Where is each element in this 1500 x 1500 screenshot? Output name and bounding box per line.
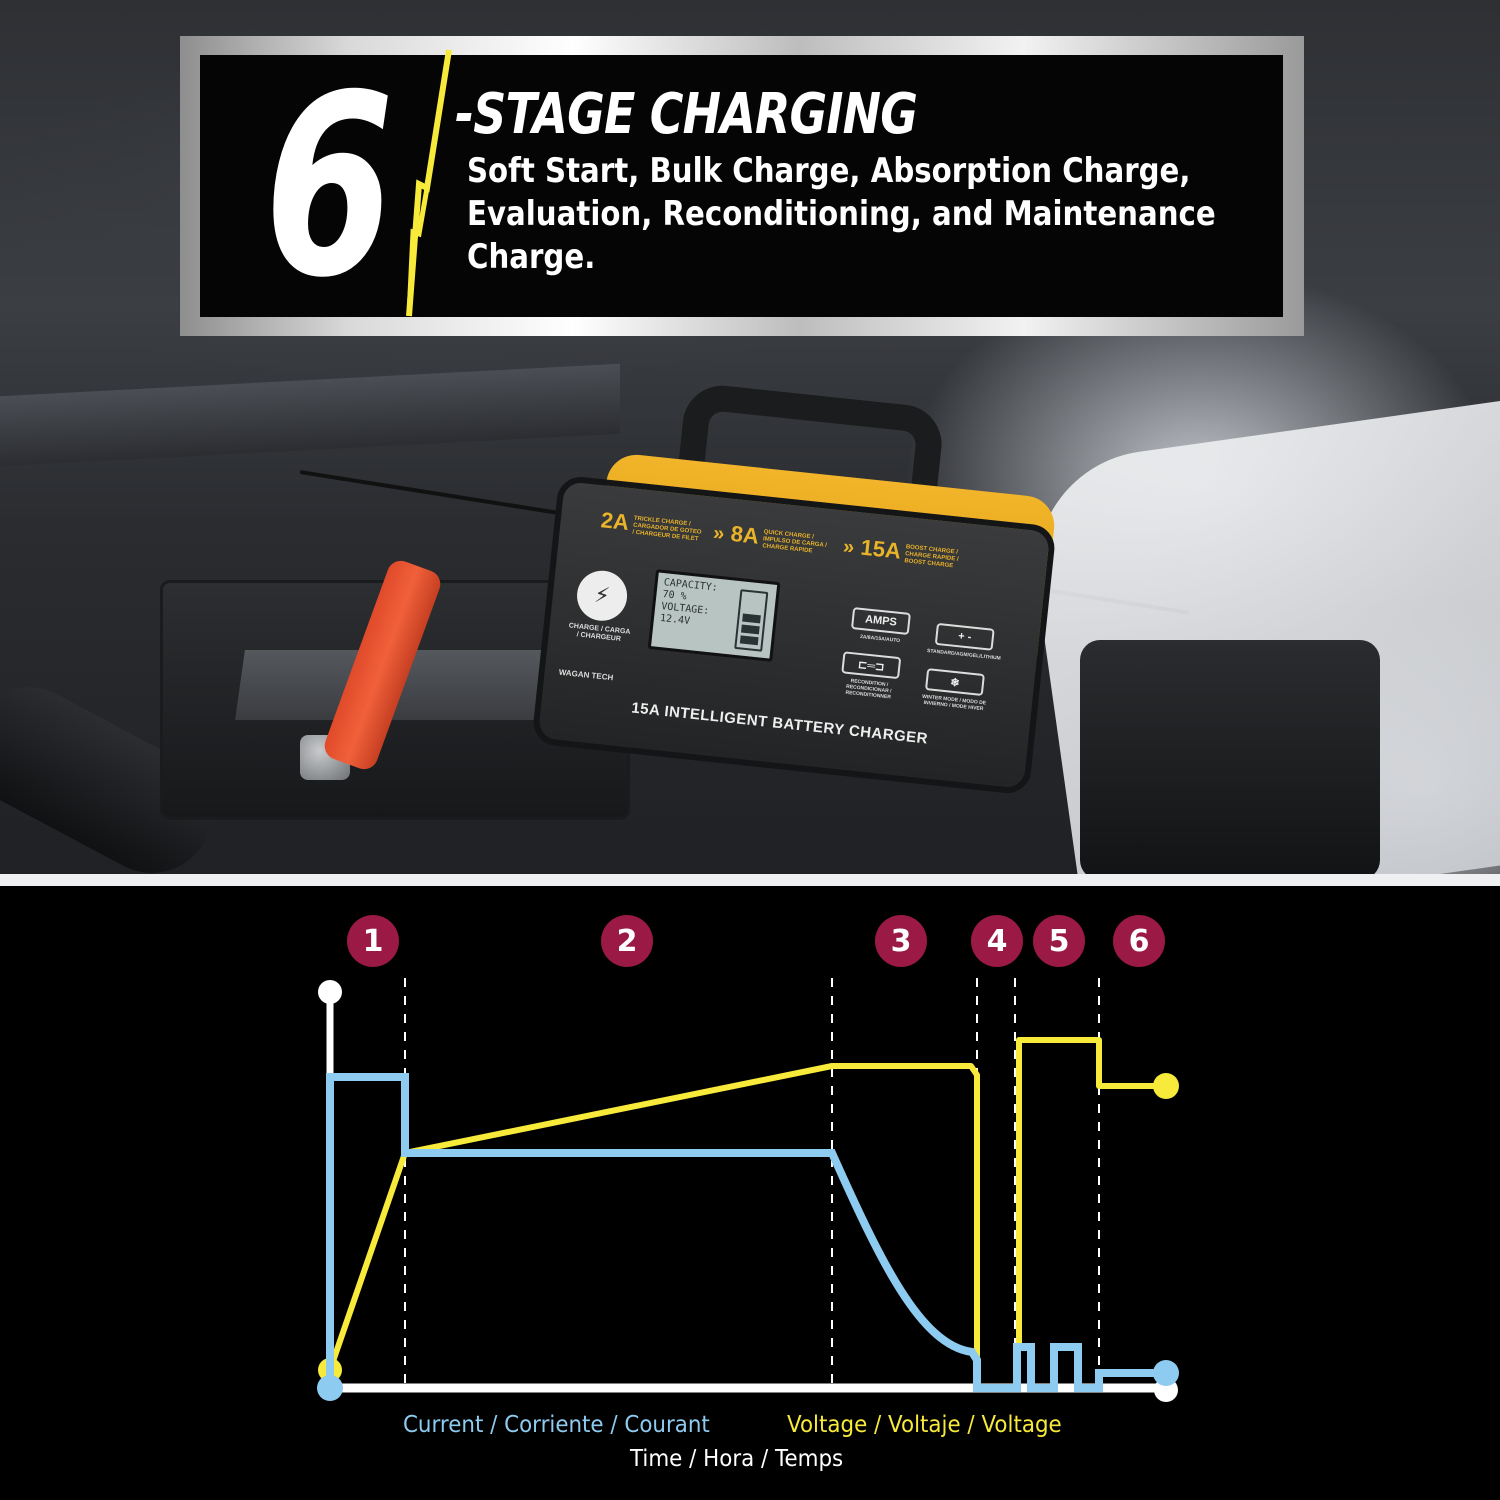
model-name: 15A INTELLIGENT BATTERY CHARGER [630, 699, 929, 748]
stage-marker-1: 1 [347, 915, 399, 967]
lcd-display: CAPACITY: 70 % VOLTAGE: 12.4V [647, 569, 781, 662]
amp-mode-value: 2A [599, 507, 631, 536]
section-divider [0, 874, 1500, 886]
stage-marker-3: 3 [875, 915, 927, 967]
description-line: Charge. [467, 237, 596, 277]
battery-level-icon [734, 589, 769, 652]
amp-mode-label: QUICK CHARGE / IMPULSO DE CARGA / CHARGE… [761, 529, 828, 555]
banner [200, 55, 1283, 317]
amp-modes: 2A TRICKLE CHARGE / CARGADOR DE GOTEO / … [600, 507, 981, 573]
engine-component [1080, 640, 1380, 874]
amp-mode-value: 8A [729, 520, 761, 549]
legend-voltage: Voltage / Voltaje / Voltage [787, 1412, 1062, 1438]
battery-charger: 2A TRICKLE CHARGE / CARGADOR DE GOTEO / … [531, 381, 1060, 796]
brand-logo: WAGAN TECH [558, 667, 614, 683]
lightning-bolt-icon [406, 49, 452, 317]
amps-button: AMPS [850, 607, 911, 635]
recondition-icon: ⊏═⊐ [841, 651, 902, 680]
charging-chart [0, 886, 1500, 1500]
chevron-right-icon: » [841, 535, 856, 559]
stage-marker-4: 4 [971, 915, 1023, 967]
amps-button-label: 2A/8A/15A/AUTO [859, 633, 901, 645]
stage-marker-5: 5 [1033, 915, 1085, 967]
stage-count: 6 [264, 41, 395, 332]
stage-description: Soft Start, Bulk Charge, Absorption Char… [467, 150, 1241, 279]
battery-charge-icon: ⚡ [574, 568, 630, 624]
battery-icon: + - [934, 622, 995, 651]
amp-mode-label: BOOST CHARGE / CHARGE RAPIDE / BOOST CHA… [904, 544, 959, 570]
battery-type-label: STANDARD/AGM/GEL/LITHIUM [926, 648, 1001, 662]
charge-button-label: CHARGE / CARGA / CHARGEUR [568, 622, 631, 643]
chevron-right-icon: » [712, 522, 726, 546]
snowflake-icon: ❄ [924, 668, 985, 697]
stage-marker-2: 2 [601, 915, 653, 967]
amp-mode-label: TRICKLE CHARGE / CARGADOR DE GOTEO / CHA… [632, 515, 702, 543]
description-line: Evaluation, Reconditioning, and Maintena… [467, 194, 1216, 234]
description-line: Soft Start, Bulk Charge, Absorption Char… [467, 151, 1191, 191]
x-axis-label: Time / Hora / Temps [630, 1446, 844, 1472]
legend-current: Current / Corriente / Courant [403, 1412, 710, 1438]
recondition-label: RECONDITION / RECONDICIONAR / RECONDITIO… [845, 678, 892, 701]
engine-bay-cover [0, 363, 620, 467]
charger-panel: 2A TRICKLE CHARGE / CARGADOR DE GOTEO / … [531, 474, 1057, 796]
amp-mode-value: 15A [859, 534, 903, 564]
stage-marker-6: 6 [1113, 915, 1165, 967]
headline: -STAGE CHARGING [455, 82, 918, 147]
winter-mode-label: WINTER MODE / MODO DE INVIERNO / MODE HI… [921, 693, 987, 713]
